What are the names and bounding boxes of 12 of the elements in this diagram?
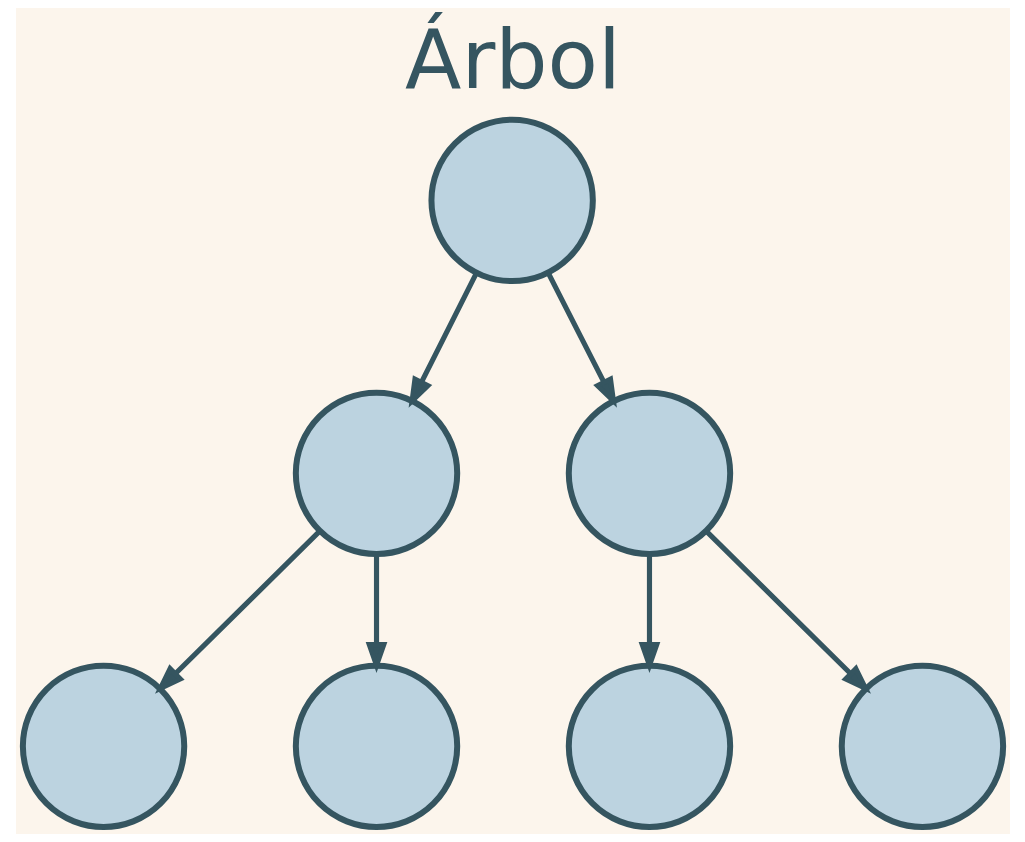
diagram-title: Árbol xyxy=(404,11,621,107)
arrow xyxy=(638,554,660,674)
arrow xyxy=(365,554,387,674)
arrow xyxy=(154,529,322,694)
node-circle xyxy=(292,389,460,558)
arrow xyxy=(408,271,479,408)
node-circle xyxy=(427,116,596,285)
node-circle xyxy=(565,389,733,558)
arrow xyxy=(545,271,617,408)
node-circle xyxy=(292,662,460,830)
arrow xyxy=(703,529,871,694)
node-circle xyxy=(565,662,733,830)
